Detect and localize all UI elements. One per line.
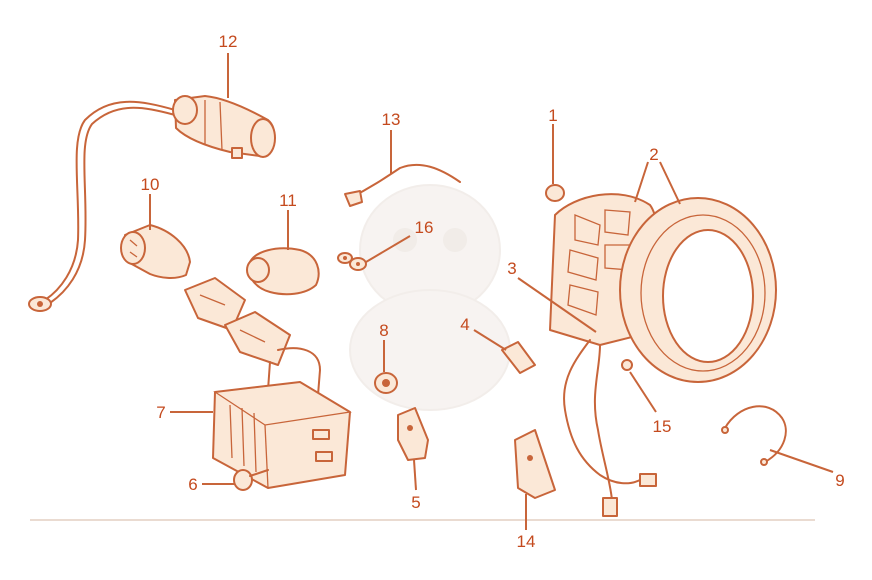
harness-3 [563,339,657,517]
callout-2: 2 [649,145,658,164]
screws-16 [337,252,367,271]
bolt-6 [233,469,269,491]
callout-labels: 12 13 1 2 10 11 16 3 4 8 7 6 5 14 15 9 [141,32,845,551]
callout-8: 8 [379,321,388,340]
nut-1 [545,184,565,202]
callout-12: 12 [219,32,238,51]
leader-lines [149,53,834,530]
callout-9: 9 [835,471,844,490]
callout-7: 7 [156,403,165,422]
clip-14 [514,429,556,499]
callout-5: 5 [411,493,420,512]
pin-15 [621,359,633,371]
nut-8 [374,372,398,394]
block-4 [501,341,536,374]
callout-3: 3 [507,259,516,278]
callout-4: 4 [460,315,469,334]
callout-11: 11 [279,191,297,210]
ignition-coil [28,95,276,312]
callout-1: 1 [548,106,557,125]
connector-10 [120,224,191,279]
callout-6: 6 [188,475,197,494]
connector-chain [184,277,321,396]
callout-10: 10 [141,175,160,194]
callout-14: 14 [517,532,536,551]
clip-5 [397,407,429,461]
flywheel-2 [619,197,777,383]
callout-16: 16 [415,218,434,237]
callout-13: 13 [382,110,401,129]
circlip-9 [721,405,787,466]
connector-11 [246,247,320,296]
callout-15: 15 [653,417,672,436]
regulator-7 [212,381,352,489]
wire-13 [344,163,461,207]
